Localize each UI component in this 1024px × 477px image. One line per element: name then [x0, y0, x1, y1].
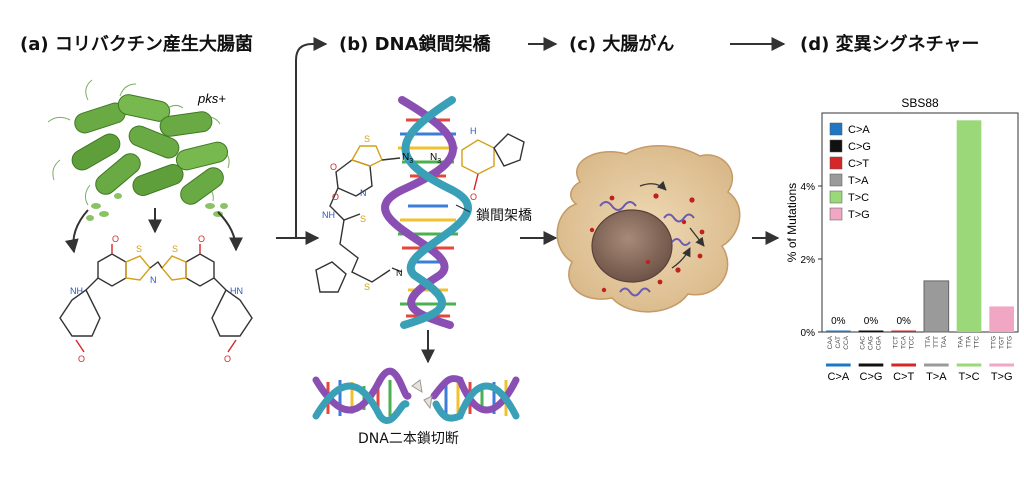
- svg-text:N: N: [396, 268, 403, 278]
- context-label: TTG: [1006, 336, 1013, 349]
- panel-b-title: (b) DNA鎖間架橋: [339, 34, 491, 55]
- bar-value-label: 0%: [864, 316, 879, 327]
- crosslink-pointer: [455, 204, 471, 213]
- context-label: CAG: [868, 336, 875, 350]
- svg-text:O: O: [198, 234, 205, 244]
- legend-label: C>A: [848, 124, 870, 136]
- svg-text:O: O: [224, 354, 231, 364]
- svg-text:O: O: [78, 354, 85, 364]
- context-label: TTA: [925, 335, 932, 347]
- svg-text:O: O: [112, 234, 119, 244]
- svg-text:NH: NH: [322, 210, 335, 220]
- context-label: CAA: [827, 335, 834, 349]
- legend-swatch: [829, 156, 843, 170]
- svg-text:S: S: [172, 244, 178, 254]
- n3-right: N: [430, 152, 437, 163]
- svg-text:N: N: [360, 188, 367, 198]
- arrow-title-a-to-b: [295, 37, 328, 238]
- context-label: TGT: [998, 336, 1005, 349]
- bar-value-label: 0%: [896, 316, 911, 327]
- svg-text:N3: N3: [430, 152, 441, 165]
- context-label: TTC: [974, 336, 981, 349]
- context-label: TTG: [990, 336, 997, 349]
- svg-text:S: S: [364, 134, 370, 144]
- context-label: CAC: [860, 336, 867, 350]
- bar-T>A: [923, 280, 950, 333]
- context-label: TTT: [933, 336, 940, 348]
- y-axis-label: % of Mutations: [785, 183, 799, 262]
- context-label: TAA: [958, 335, 965, 348]
- dna-break-helix: [312, 367, 520, 424]
- x-category-label: T>C: [958, 371, 979, 383]
- panel-d-title: (d) 変異シグネチャー: [800, 34, 980, 55]
- legend-swatch: [829, 190, 843, 204]
- legend-label: T>C: [848, 192, 869, 204]
- bar-C>T: [891, 330, 916, 332]
- bar-C>A: [826, 330, 851, 332]
- svg-text:H: H: [470, 126, 477, 136]
- legend-label: C>T: [848, 158, 869, 170]
- svg-text:S: S: [364, 282, 370, 292]
- context-label: CGA: [876, 335, 883, 350]
- context-label: TCC: [908, 336, 915, 350]
- flow-arrows: [276, 37, 786, 364]
- y-tick-label: 0%: [801, 328, 816, 339]
- crosslink-label: 鎖間架橋: [476, 208, 532, 224]
- dsb-label: DNA二本鎖切断: [358, 431, 459, 447]
- legend-swatch: [829, 122, 843, 136]
- context-label: TCT: [892, 336, 899, 349]
- svg-text:N: N: [150, 275, 157, 285]
- svg-text:HN: HN: [230, 286, 243, 296]
- legend-swatch: [829, 139, 843, 153]
- bacteria-cluster: [47, 79, 230, 221]
- x-category-label: C>A: [827, 371, 849, 383]
- legend-label: T>A: [848, 175, 869, 187]
- plot-frame: [821, 112, 1019, 333]
- x-category-label: T>A: [926, 371, 947, 383]
- svg-text:O: O: [332, 192, 339, 202]
- bar-value-label: 0%: [831, 316, 846, 327]
- svg-text:O: O: [330, 162, 337, 172]
- chart-title: SBS88: [901, 96, 939, 110]
- legend-label: T>G: [848, 209, 870, 221]
- context-label: CAT: [835, 336, 842, 349]
- svg-text:S: S: [136, 244, 142, 254]
- svg-text:S: S: [360, 214, 366, 224]
- legend-swatch: [829, 173, 843, 187]
- context-label: TCA: [900, 335, 907, 349]
- legend-label: C>G: [848, 141, 871, 153]
- svg-text:N3: N3: [402, 152, 413, 165]
- y-tick-label: 4%: [801, 182, 816, 193]
- context-label: TTA: [966, 335, 973, 347]
- dna-helix: [381, 96, 472, 329]
- cancer-cell: [556, 145, 741, 313]
- panel-c-title: (c) 大腸がん: [569, 34, 675, 55]
- n3-left: N: [402, 152, 409, 163]
- context-label: TAA: [941, 335, 948, 348]
- context-label: CCA: [843, 335, 850, 349]
- x-category-label: C>G: [860, 371, 883, 383]
- x-category-label: T>G: [991, 371, 1013, 383]
- bar-C>G: [858, 330, 884, 332]
- x-category-label: C>T: [893, 371, 914, 383]
- y-tick-label: 2%: [801, 255, 816, 266]
- bar-T>G: [989, 306, 1014, 332]
- panel-a-title: (a) コリバクチン産生大腸菌: [20, 34, 253, 55]
- svg-text:NH: NH: [70, 286, 83, 296]
- bacteria-arrows: [64, 208, 243, 254]
- crosslink-structures: [315, 133, 525, 293]
- svg-text:O: O: [470, 192, 477, 202]
- legend-swatch: [829, 207, 843, 221]
- colibactin-structure: [59, 244, 253, 353]
- bar-T>C: [956, 120, 982, 332]
- pks-label: pks+: [197, 91, 226, 106]
